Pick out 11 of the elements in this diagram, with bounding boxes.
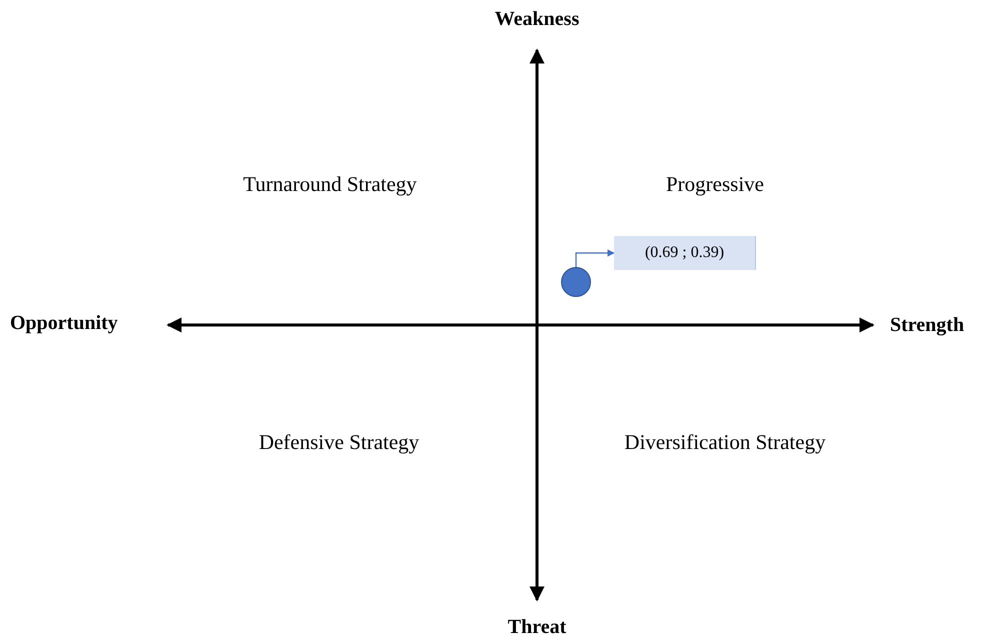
quadrant-label: Progressive bbox=[666, 172, 764, 197]
quadrant-label: Diversification Strategy bbox=[624, 430, 826, 455]
leader-line bbox=[575, 249, 615, 267]
axis-label: Weakness bbox=[494, 8, 580, 31]
value-label-box: (0.69 ; 0.39) bbox=[614, 236, 756, 270]
axis-label: Opportunity bbox=[10, 312, 118, 335]
quadrant-label: Defensive Strategy bbox=[258, 430, 420, 455]
quadrant-label: Turnaround Strategy bbox=[243, 172, 417, 197]
data-point-circle bbox=[561, 267, 591, 297]
axis-label: Strength bbox=[890, 314, 964, 337]
axis-label: Threat bbox=[508, 616, 566, 638]
